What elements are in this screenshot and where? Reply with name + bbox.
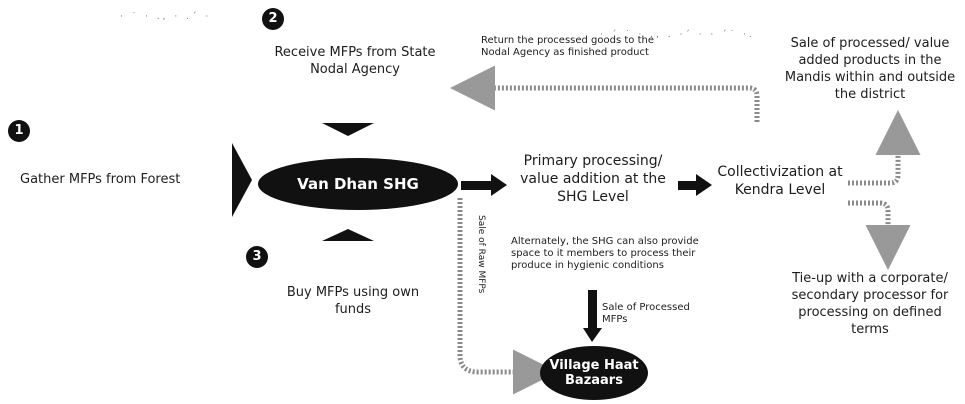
- mandi-sale-line: [848, 110, 921, 186]
- village-haat-node: Village Haat Bazaars: [540, 346, 648, 400]
- tieup-label: Tie-up with a corporate/ secondary proce…: [791, 271, 949, 337]
- arrow-from-buy: [322, 229, 374, 241]
- return-arrow-line: [450, 65, 760, 122]
- return-goods-note: Return the processed goods to the Nodal …: [481, 35, 655, 58]
- arrow-from-gather: [232, 143, 252, 217]
- step-one-badge: 1: [8, 120, 30, 142]
- arrow-to-village-haat: [583, 290, 602, 342]
- buy-label: Buy MFPs using own funds: [286, 285, 420, 317]
- receive-label: Receive MFPs from State Nodal Agency: [274, 45, 436, 77]
- alternately-note: Alternately, the SHG can also provide sp…: [511, 236, 699, 271]
- scan-noise: · ˙ · ., · .´ ·: [120, 12, 212, 22]
- collectivization-label: Collectivization at Kendra Level: [717, 164, 843, 198]
- raw-mfp-sale-line: [457, 198, 558, 395]
- step-two-badge: 2: [262, 8, 284, 30]
- arrow-shg-to-primary: [461, 174, 507, 196]
- gather-label: Gather MFPs from Forest: [20, 172, 181, 187]
- sale-mandis-label: Sale of processed/ value added products …: [784, 36, 956, 102]
- arrow-from-receive: [322, 123, 374, 136]
- step-three-badge: 3: [246, 246, 268, 268]
- primary-processing-label: Primary processing/ value addition at th…: [520, 153, 666, 205]
- scan-noise: · ´ ˙ · ., . ·´ · · ´˙ ·.: [600, 30, 755, 40]
- van-dhan-shg-node: Van Dhan SHG: [258, 158, 458, 210]
- arrow-primary-to-kendra: [678, 174, 712, 196]
- tieup-line: [848, 200, 911, 270]
- sale-processed-note: Sale of Processed MFPs: [602, 302, 690, 325]
- sale-raw-note: Sale of Raw MFPs: [476, 215, 486, 294]
